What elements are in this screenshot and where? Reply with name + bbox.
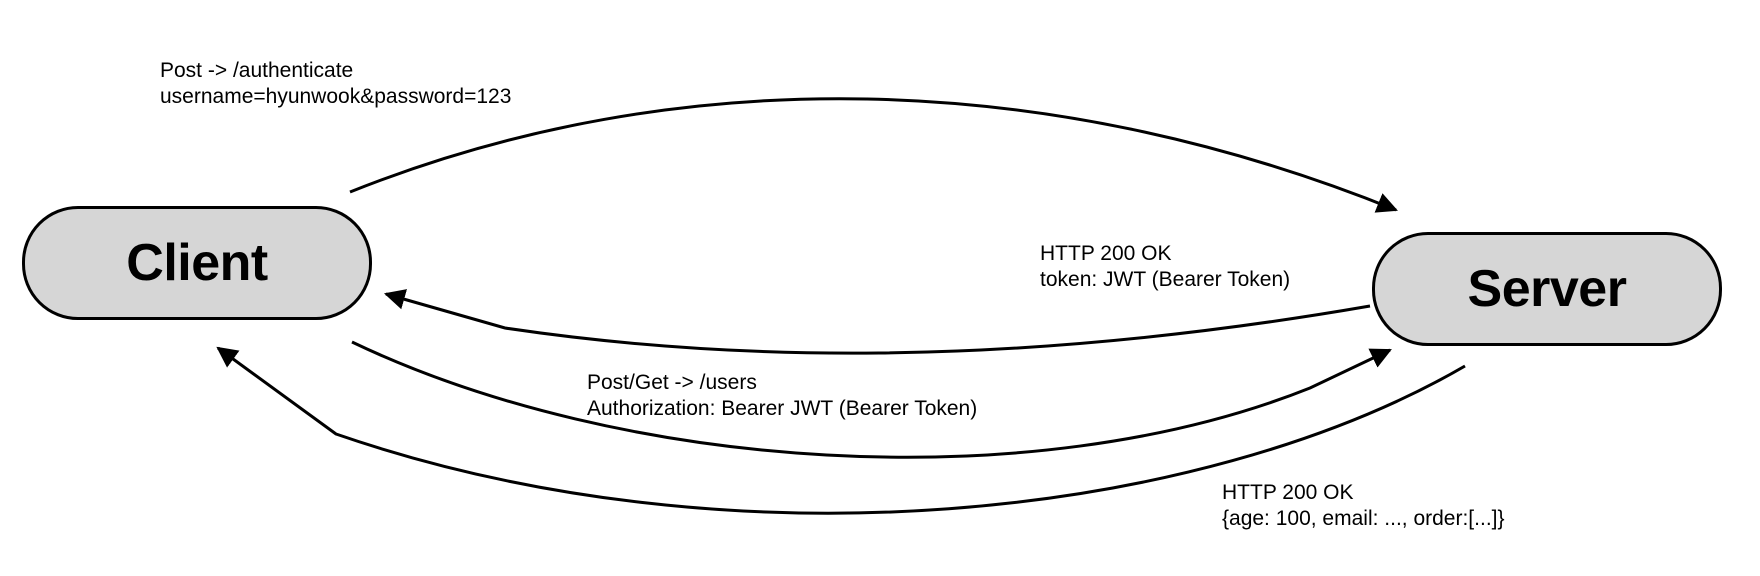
arrow-users-response [216,346,1466,515]
edge-label-auth-response: HTTP 200 OK token: JWT (Bearer Token) [1040,241,1290,293]
edge-label-line: token: JWT (Bearer Token) [1040,268,1291,291]
edge-label-line: Authorization: Bearer JWT (Bearer Token) [587,397,978,420]
edge-label-line: username=hyunwook&password=123 [160,85,512,108]
arrow-auth-response [383,289,1371,355]
edge-label-users-request: Post/Get -> /users Authorization: Bearer… [587,370,977,422]
edge-label-line: HTTP 200 OK [1222,481,1354,504]
client-node: Client [22,206,372,320]
server-node: Server [1372,232,1722,346]
edge-label-users-response: HTTP 200 OK {age: 100, email: ..., order… [1222,480,1505,532]
arrow-users-request [351,340,1392,459]
edge-label-auth-request: Post -> /authenticate username=hyunwook&… [160,58,511,110]
edge-label-line: Post/Get -> /users [587,371,757,394]
edge-label-line: HTTP 200 OK [1040,242,1172,265]
edge-label-line: Post -> /authenticate [160,59,354,82]
edge-label-line: {age: 100, email: ..., order:[...]} [1222,507,1505,530]
arrow-auth-request [349,97,1398,213]
